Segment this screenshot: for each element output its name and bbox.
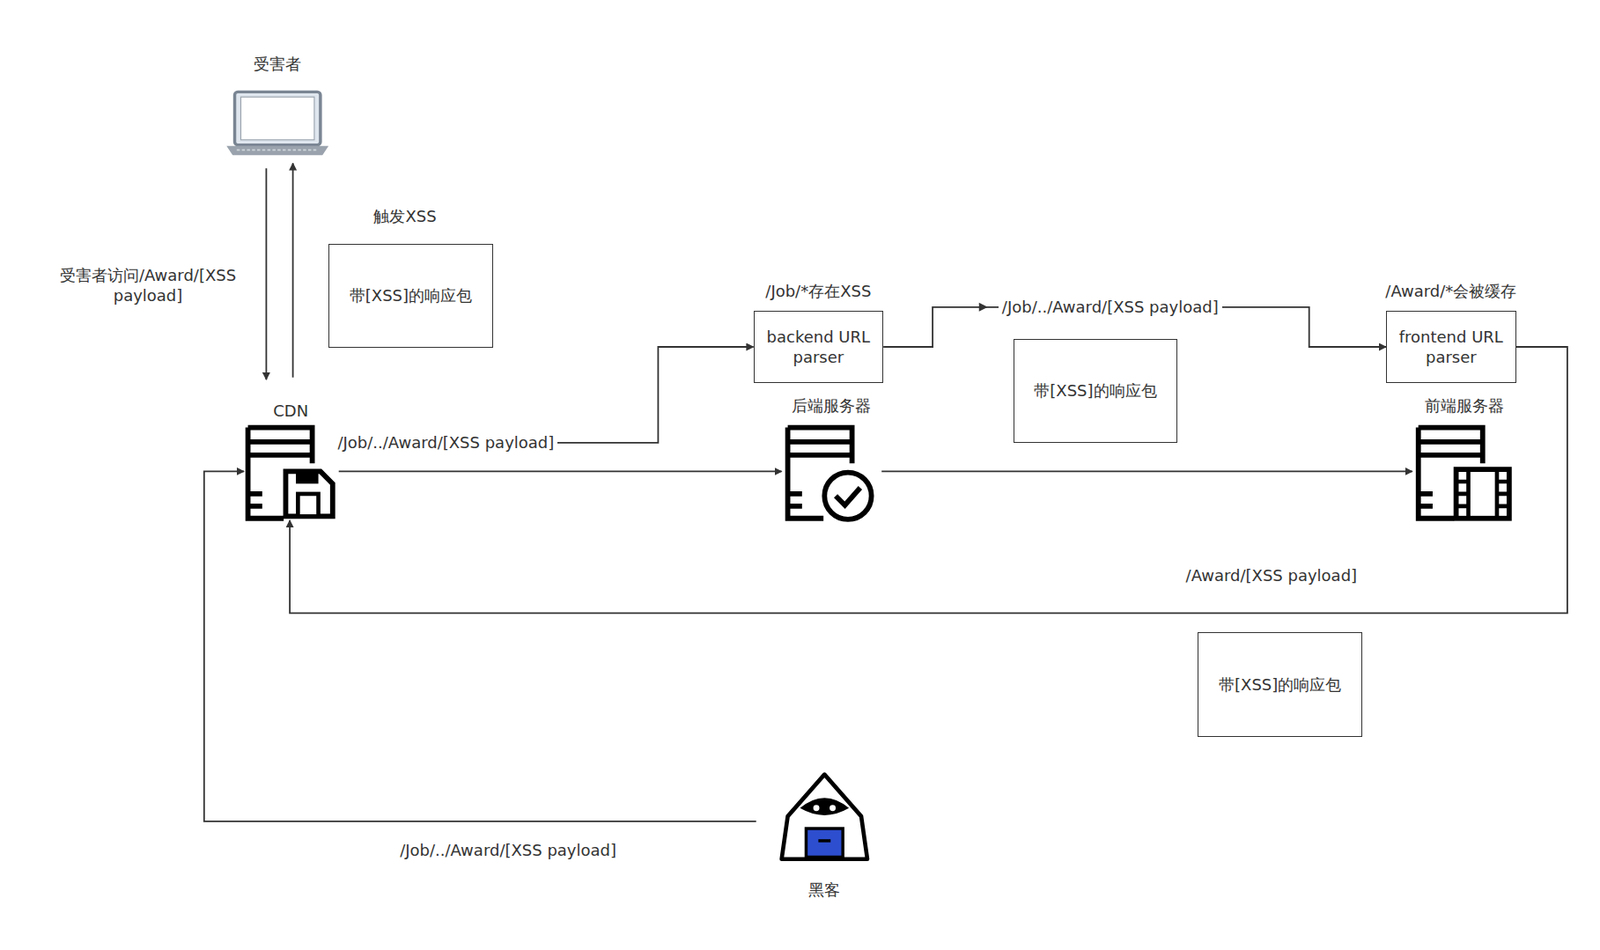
cdn-server-icon — [248, 427, 333, 519]
laptop-icon — [226, 91, 329, 155]
connector — [339, 471, 782, 472]
hacker-icon — [781, 774, 868, 860]
cdn-server: CDN — [244, 423, 337, 519]
node-heading: 前端服务器 — [1424, 395, 1505, 416]
response-box: 带[XSS]的响应包 — [1013, 339, 1179, 443]
backend-parser-box: /Job/*存在XSSbackend URL parser — [753, 310, 885, 383]
node-text: backend URL parser — [759, 326, 878, 369]
node-heading: 受害者 — [253, 53, 302, 74]
connector-line — [289, 346, 1568, 613]
connector-line — [881, 471, 1413, 473]
edge-label: 触发XSS — [373, 206, 436, 227]
node-text: 带[XSS]的响应包 — [1218, 674, 1342, 695]
connector-line — [292, 162, 295, 377]
response-box: 带[XSS]的响应包 — [1197, 632, 1363, 737]
mid-arrowhead — [979, 302, 989, 312]
connector — [289, 346, 1568, 613]
edge-label: 受害者访问/Award/[XSS payload] — [30, 265, 266, 307]
edge-label: /Job/../Award/[XSS payload] — [333, 432, 558, 453]
edge-label: /Job/../Award/[XSS payload] — [399, 840, 617, 861]
node-text: 带[XSS]的响应包 — [349, 285, 472, 306]
connector — [336, 346, 753, 443]
node-heading: CDN — [272, 400, 309, 421]
node-heading: /Job/*存在XSS — [765, 280, 871, 302]
hacker: 黑客 — [780, 772, 867, 861]
node-heading: /Award/*会被缓存 — [1385, 280, 1517, 302]
backend-server-icon — [788, 427, 872, 520]
connector — [265, 168, 267, 380]
connector — [204, 471, 757, 821]
frontend-server-icon — [1418, 427, 1510, 519]
frontend-server: 前端服务器 — [1414, 421, 1515, 521]
edge-label: /Award/[XSS payload] — [1186, 565, 1358, 586]
connector-line — [204, 471, 757, 821]
victim-laptop: 受害者 — [226, 89, 329, 155]
frontend-parser-box: /Award/*会被缓存frontend URL parser — [1386, 310, 1517, 383]
node-text: 带[XSS]的响应包 — [1033, 380, 1157, 401]
edge-label: /Job/../Award/[XSS payload] — [998, 296, 1223, 318]
backend-server: 后端服务器 — [783, 421, 880, 521]
node-text: frontend URL parser — [1392, 326, 1511, 369]
node-heading: 黑客 — [808, 879, 841, 900]
connector-line — [265, 168, 267, 380]
connector — [292, 162, 294, 377]
connector-line — [339, 471, 782, 473]
connector-line — [336, 346, 753, 443]
node-heading: 后端服务器 — [791, 395, 871, 416]
response-box: 带[XSS]的响应包 — [328, 243, 494, 348]
connector — [881, 471, 1413, 472]
